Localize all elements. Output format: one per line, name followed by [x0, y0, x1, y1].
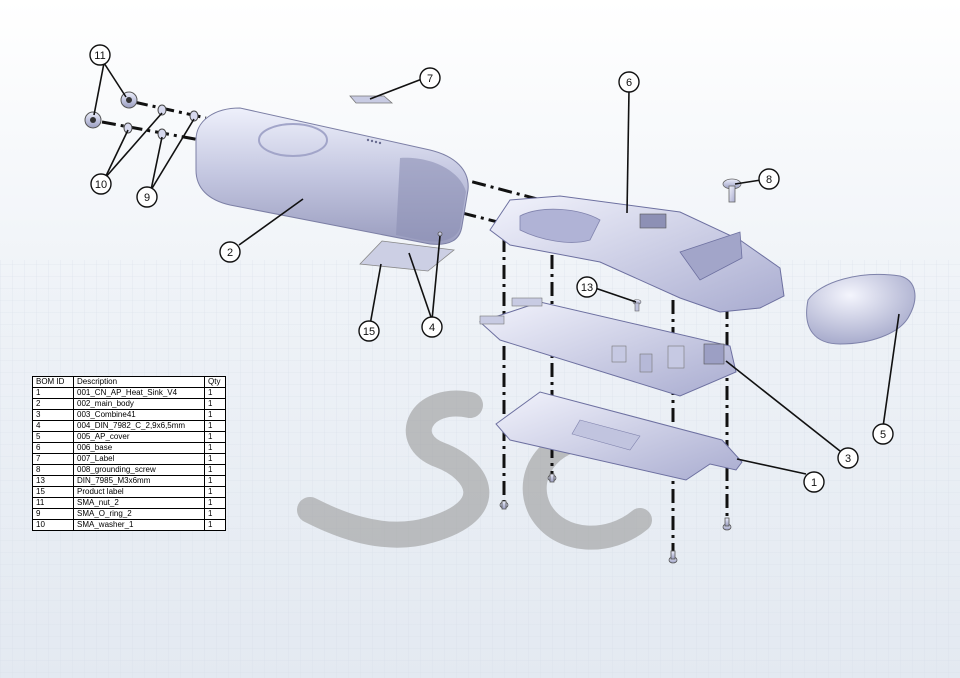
bom-cell-description: SMA_nut_2 [73, 497, 205, 509]
svg-text:6: 6 [626, 77, 632, 89]
bom-header-description: Description [73, 376, 205, 388]
svg-text:9: 9 [144, 192, 150, 204]
bom-cell-description: DIN_7985_M3x6mm [73, 475, 205, 487]
bom-cell-qty: 1 [204, 475, 226, 487]
bom-cell-qty: 1 [204, 453, 226, 465]
bom-cell-id: 5 [32, 431, 74, 443]
bom-cell-id: 6 [32, 442, 74, 454]
callout-4: 4 [421, 316, 443, 338]
callout-2: 2 [219, 241, 241, 263]
bom-cell-id: 2 [32, 398, 74, 410]
bom-cell-id: 15 [32, 486, 74, 498]
bom-cell-qty: 1 [204, 409, 226, 421]
bom-cell-qty: 1 [204, 486, 226, 498]
callout-7: 7 [419, 67, 441, 89]
bom-cell-qty: 1 [204, 431, 226, 443]
bom-cell-id: 1 [32, 387, 74, 399]
leader-lines [93, 62, 900, 475]
part-grounding-screw [722, 178, 742, 203]
callout-5: 5 [872, 423, 894, 445]
bom-header-row: BOM ID Description Qty [32, 376, 226, 388]
bom-cell-description: 005_AP_cover [73, 431, 205, 443]
part-sma-nut [84, 91, 138, 129]
part-washers [123, 104, 199, 140]
callout-11a: 11 [89, 44, 111, 66]
callout-bubbles: 11 10 9 2 7 6 8 13 15 4 5 3 1 [89, 44, 894, 493]
bom-cell-description: 008_grounding_screw [73, 464, 205, 476]
bom-cell-id: 10 [32, 519, 74, 531]
svg-text:4: 4 [429, 322, 435, 334]
bom-cell-qty: 1 [204, 398, 226, 410]
svg-text:2: 2 [227, 247, 233, 259]
part-product-label [359, 240, 455, 272]
part-base [489, 195, 785, 313]
bom-header-qty: Qty [204, 376, 226, 388]
bom-cell-description: 007_Label [73, 453, 205, 465]
bom-cell-qty: 1 [204, 387, 226, 399]
callout-6: 6 [618, 71, 640, 93]
svg-text:5: 5 [880, 429, 886, 441]
bom-cell-description: 004_DIN_7982_C_2,9x6,5mm [73, 420, 205, 432]
svg-text:15: 15 [363, 326, 375, 338]
bom-cell-description: 003_Combine41 [73, 409, 205, 421]
svg-text:3: 3 [845, 453, 851, 465]
part-screw-13 [632, 299, 642, 312]
part-heat-sink [495, 391, 743, 481]
bom-cell-qty: 1 [204, 420, 226, 432]
svg-text:7: 7 [427, 73, 433, 85]
bom-cell-description: 006_base [73, 442, 205, 454]
bom-cell-description: 002_main_body [73, 398, 205, 410]
bom-cell-id: 3 [32, 409, 74, 421]
part-ap-cover [806, 273, 916, 345]
bom-cell-id: 9 [32, 508, 74, 520]
bom-cell-qty: 1 [204, 464, 226, 476]
svg-text:8: 8 [766, 174, 772, 186]
bom-cell-description: 001_CN_AP_Heat_Sink_V4 [73, 387, 205, 399]
callout-8: 8 [758, 168, 780, 190]
bom-cell-qty: 1 [204, 508, 226, 520]
callout-1: 1 [803, 471, 825, 493]
svg-text:10: 10 [95, 179, 107, 191]
part-main-body [195, 107, 469, 245]
svg-text:11: 11 [94, 50, 105, 62]
bom-cell-id: 4 [32, 420, 74, 432]
bom-cell-id: 7 [32, 453, 74, 465]
svg-text:13: 13 [581, 282, 593, 294]
svg-text:1: 1 [811, 477, 817, 489]
callout-10: 10 [90, 173, 112, 195]
bom-cell-qty: 1 [204, 442, 226, 454]
bom-cell-id: 8 [32, 464, 74, 476]
bom-cell-qty: 1 [204, 497, 226, 509]
bom-cell-id: 13 [32, 475, 74, 487]
bom-cell-description: SMA_washer_1 [73, 519, 205, 531]
callout-13: 13 [576, 276, 598, 298]
bom-cell-description: SMA_O_ring_2 [73, 508, 205, 520]
bom-cell-qty: 1 [204, 519, 226, 531]
bom-cell-id: 11 [32, 497, 74, 509]
part-screws-4 [437, 231, 732, 564]
bom-cell-description: Product label [73, 486, 205, 498]
part-label [349, 95, 394, 104]
bom-header-id: BOM ID [32, 376, 74, 388]
callout-9: 9 [136, 186, 158, 208]
callout-3: 3 [837, 447, 859, 469]
part-combine [479, 297, 737, 397]
callout-15: 15 [358, 320, 380, 342]
